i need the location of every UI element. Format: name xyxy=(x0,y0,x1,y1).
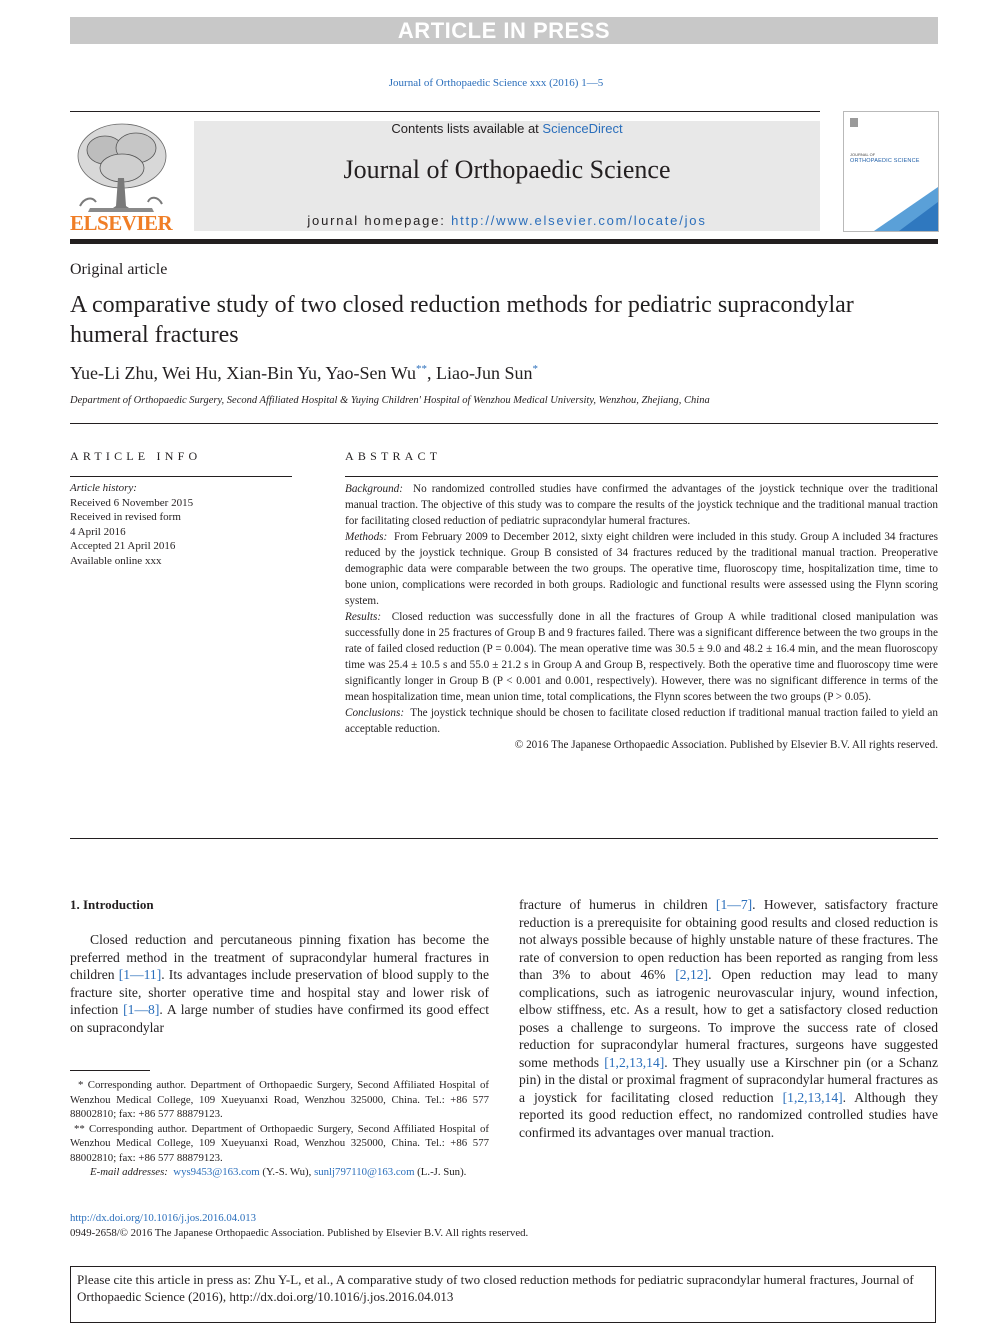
abstract-methods: Methods: From February 2009 to December … xyxy=(345,529,938,609)
elsevier-logo-text: ELSEVIER xyxy=(70,211,173,235)
abstract-body: Background: No randomized controlled stu… xyxy=(345,481,938,753)
text-run: Closed reduction and percutaneous pinnin… xyxy=(70,932,489,982)
background-text: No randomized controlled studies have co… xyxy=(345,483,938,527)
contents-line: Contents lists available at ScienceDirec… xyxy=(194,121,820,136)
footnotes: * Corresponding author. Department of Or… xyxy=(70,1078,489,1180)
citation-text: Please cite this article in press as: Zh… xyxy=(77,1272,914,1304)
history-item: Available online xxx xyxy=(70,554,162,567)
conclusions-label: Conclusions: xyxy=(345,707,405,719)
history-item: 4 April 2016 xyxy=(70,525,126,538)
corresponding-mark-single[interactable]: * xyxy=(532,363,538,375)
section-heading-introduction: 1. Introduction xyxy=(70,897,154,912)
methods-label: Methods: xyxy=(345,531,388,543)
text-run: fracture of humerus in children xyxy=(519,897,716,912)
footnote-corresponding-2: ** Corresponding author. Department of O… xyxy=(70,1122,489,1164)
abstract-bottom-rule xyxy=(70,838,938,839)
text-run: . A large number of studies have confirm… xyxy=(70,1002,489,1035)
citation-link[interactable]: [1,2,13,14] xyxy=(782,1089,843,1105)
citation-link[interactable]: [1,2,13,14] xyxy=(604,1054,665,1070)
text-run: . Its advantages include preservation of… xyxy=(70,967,489,1017)
journal-header-box xyxy=(194,121,820,231)
email-owner: (Y.-S. Wu), xyxy=(259,1166,315,1178)
homepage-link[interactable]: http://www.elsevier.com/locate/jos xyxy=(451,213,707,228)
email-label: E-mail addresses: xyxy=(90,1166,168,1178)
text-run: . They usually use a Kirschner pin (or a… xyxy=(519,1054,938,1105)
affiliation: Department of Orthopaedic Surgery, Secon… xyxy=(70,395,710,406)
abstract-heading: ABSTRACT xyxy=(345,449,442,463)
history-item: Received 6 November 2015 xyxy=(70,496,194,509)
intro-paragraph-1: Closed reduction and percutaneous pinnin… xyxy=(70,931,489,1036)
article-info-heading: ARTICLE INFO xyxy=(70,449,202,463)
footnote-corresponding-1: * Corresponding author. Department of Or… xyxy=(70,1079,489,1120)
citation-link[interactable]: [1—7] xyxy=(715,897,753,912)
results-text: Closed reduction was successfully done i… xyxy=(345,611,939,703)
authors-last: Liao-Jun Sun xyxy=(435,363,533,383)
body-column-right: fracture of humerus in children [1—7]. H… xyxy=(519,896,938,1141)
history-label: Article history: xyxy=(70,482,137,494)
citation-link[interactable]: [2,12] xyxy=(675,967,709,982)
results-label: Results: xyxy=(345,611,382,623)
corresponding-mark-double[interactable]: ** xyxy=(415,363,427,375)
citation-link[interactable]: [1—11] xyxy=(118,967,162,982)
email-link[interactable]: wys9453@163.com xyxy=(173,1166,260,1178)
author-list: Yue-Li Zhu, Wei Hu, Xian-Bin Yu, Yao-Sen… xyxy=(70,363,538,384)
homepage-prefix: journal homepage: xyxy=(307,213,452,228)
footnote-rule xyxy=(70,1070,150,1071)
journal-cover-art xyxy=(850,118,938,231)
text-run: . Open reduction may lead to many compli… xyxy=(519,967,938,1070)
authors-separator: , xyxy=(426,363,436,383)
cover-title: ORTHOPAEDIC SCIENCE xyxy=(850,158,920,164)
body-column-left: Closed reduction and percutaneous pinnin… xyxy=(70,931,489,1036)
journal-cover-thumbnail: JOURNAL OF ORTHOPAEDIC SCIENCE xyxy=(843,111,939,232)
journal-reference[interactable]: Journal of Orthopaedic Science xxx (2016… xyxy=(388,77,604,89)
article-type: Original article xyxy=(70,261,168,278)
text-run: . However, satisfactory fracture reducti… xyxy=(519,897,939,982)
article-title: A comparative study of two closed reduct… xyxy=(70,292,854,348)
text-run: . Although they reported its good reduct… xyxy=(519,1089,938,1140)
article-in-press-banner: ARTICLE IN PRESS xyxy=(70,17,938,44)
abstract-copyright: © 2016 The Japanese Orthopaedic Associat… xyxy=(514,739,938,751)
sciencedirect-link[interactable]: ScienceDirect xyxy=(542,121,623,136)
history-item: Received in revised form xyxy=(70,511,181,523)
citation-box: Please cite this article in press as: Zh… xyxy=(70,1266,936,1323)
article-info-rule xyxy=(70,476,292,477)
info-top-rule xyxy=(70,423,938,424)
footnote-emails: E-mail addresses: wys9453@163.com (Y.-S.… xyxy=(70,1165,489,1180)
cover-kicker: JOURNAL OF xyxy=(850,152,876,157)
article-history: Article history: Received 6 November 201… xyxy=(70,481,193,568)
header-top-rule xyxy=(70,111,820,112)
email-owner: (L.-J. Sun). xyxy=(414,1166,467,1178)
conclusions-text: The joystick technique should be chosen … xyxy=(345,707,938,735)
methods-text: From February 2009 to December 2012, six… xyxy=(345,531,939,607)
background-label: Background: xyxy=(345,483,403,495)
journal-homepage-line: journal homepage: http://www.elsevier.co… xyxy=(194,213,820,228)
contents-prefix: Contents lists available at xyxy=(391,121,543,136)
abstract-results: Results: Closed reduction was successful… xyxy=(345,609,938,705)
doi-link[interactable]: http://dx.doi.org/10.1016/j.jos.2016.04.… xyxy=(70,1212,257,1224)
elsevier-tree-logo xyxy=(77,123,167,212)
email-link[interactable]: sunlj797110@163.com xyxy=(314,1166,415,1178)
abstract-background: Background: No randomized controlled stu… xyxy=(345,481,938,529)
abstract-conclusions: Conclusions: The joystick technique shou… xyxy=(345,705,938,737)
issn-line: 0949-2658/© 2016 The Japanese Orthopaedi… xyxy=(70,1227,529,1239)
intro-paragraph-1-cont: fracture of humerus in children [1—7]. H… xyxy=(519,896,938,1141)
citation-link[interactable]: [1—8] xyxy=(123,1002,160,1017)
abstract-rule xyxy=(345,476,938,477)
header-thick-rule xyxy=(70,239,938,244)
history-item: Accepted 21 April 2016 xyxy=(70,540,176,552)
journal-title: Journal of Orthopaedic Science xyxy=(343,155,671,184)
authors-first: Yue-Li Zhu, Wei Hu, Xian-Bin Yu, Yao-Sen… xyxy=(70,363,416,383)
